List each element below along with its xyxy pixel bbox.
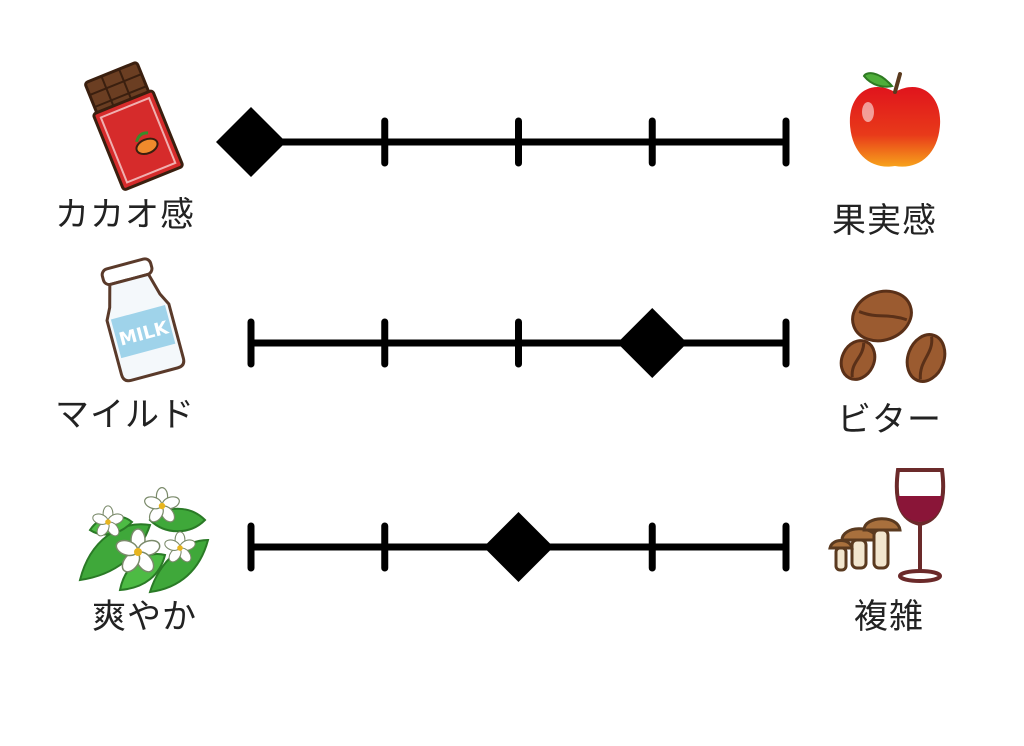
- scale-marker: [617, 308, 688, 378]
- scale-marker: [216, 107, 286, 177]
- right-label-complex: 複雑: [854, 597, 924, 637]
- white-flowers-icon: [78, 486, 210, 594]
- left-label-cacao: カカオ感: [55, 195, 195, 235]
- left-label-mild: マイルド: [55, 395, 195, 435]
- coffee-beans-icon: [839, 289, 947, 383]
- scale-marker: [483, 512, 554, 582]
- right-label-fruity: 果実感: [832, 201, 937, 241]
- right-label-bitter: ビター: [837, 400, 942, 440]
- left-label-refreshing: 爽やか: [92, 597, 197, 637]
- milk-bottle-icon: MILK: [100, 257, 186, 383]
- chocolate-bar-icon: [84, 61, 184, 191]
- scale-rows: [216, 107, 790, 582]
- apple-icon: [849, 72, 941, 167]
- mushrooms-wine-icon: [828, 468, 946, 583]
